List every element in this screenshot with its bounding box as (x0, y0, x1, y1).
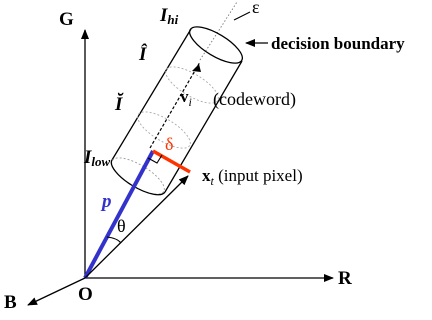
i-breve-label: Ĭ (114, 93, 124, 115)
delta-distance-line (152, 149, 191, 174)
i-hat-label: Î (138, 43, 148, 65)
codeword-v-label: vi (180, 87, 192, 109)
i-low-label: Ilow (83, 147, 111, 169)
p-label: p (100, 191, 112, 212)
decision-boundary-label: decision boundary (271, 34, 405, 53)
b-axis-label: B (4, 292, 17, 313)
decision-cylinder (110, 26, 243, 196)
input-pixel-text: (input pixel) (214, 166, 303, 185)
x-sub: t (211, 174, 215, 188)
cylinder-ring-lower (137, 111, 191, 149)
right-angle-mark (147, 154, 163, 164)
g-axis-label: G (59, 9, 74, 30)
b-axis (27, 277, 86, 306)
codeword-label: (codeword) (213, 89, 296, 110)
epsilon-leader (233, 11, 251, 21)
codeword-arrowhead (192, 64, 201, 72)
origin-label: O (78, 284, 93, 305)
i-hi-main: I (159, 5, 168, 26)
theta-arc (106, 236, 122, 244)
v-sub: i (189, 95, 192, 109)
delta-label: δ (165, 134, 173, 154)
theta-label: θ (117, 216, 126, 236)
r-axis-label: R (338, 268, 352, 289)
input-pixel-vector (84, 175, 189, 279)
input-pixel-label: xt (input pixel) (202, 166, 303, 188)
cylinder-ring-upper (165, 66, 219, 104)
cylinder-right-edge (164, 60, 243, 193)
epsilon-label: ε (252, 0, 260, 17)
i-low-main: I (83, 147, 92, 168)
i-low-sub: low (91, 154, 110, 169)
i-hi-sub: hi (167, 12, 178, 27)
cylinder-top-cap (189, 26, 243, 64)
v-main: v (180, 87, 189, 106)
codeword-vector (149, 61, 201, 149)
x-main: x (202, 166, 211, 185)
i-hi-label: Ihi (159, 5, 179, 27)
cylinder-left-edge (111, 28, 192, 161)
projection-vector-p (83, 150, 155, 279)
epsilon-guide-line (199, 1, 238, 61)
